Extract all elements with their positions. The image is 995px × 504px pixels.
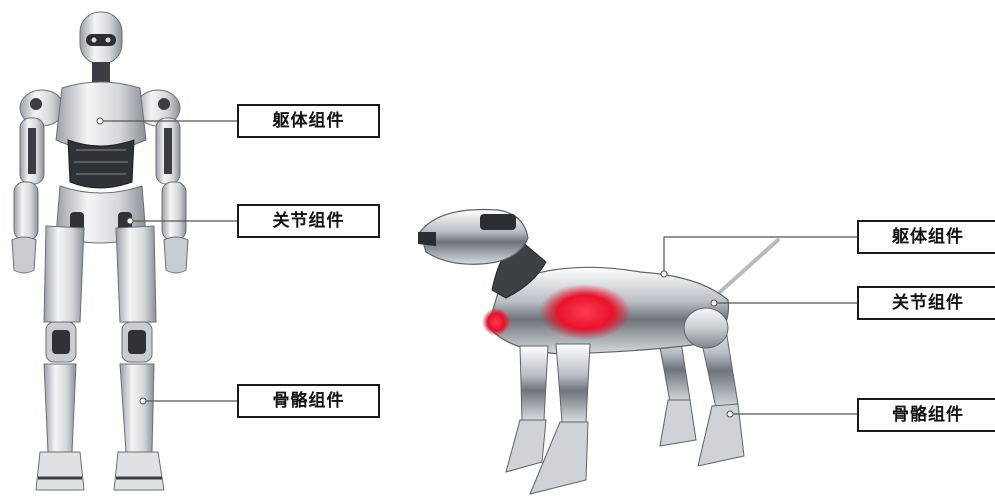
humanoid-robot [11,11,189,491]
humanoid-leader-lines [100,120,238,402]
dog-skeleton-label: 骨骼组件 [857,398,995,432]
robot-dog [418,208,780,495]
humanoid-joint-label: 关节组件 [237,204,380,238]
dog-leader-lines [663,236,858,415]
dog-joint-label: 关节组件 [857,286,995,320]
humanoid-skeleton-label: 骨骼组件 [237,384,380,418]
dog-leader-dots [660,270,734,418]
dog-torso-label: 躯体组件 [857,220,995,254]
humanoid-leader-dots [96,117,147,405]
humanoid-torso-label: 躯体组件 [237,104,380,138]
